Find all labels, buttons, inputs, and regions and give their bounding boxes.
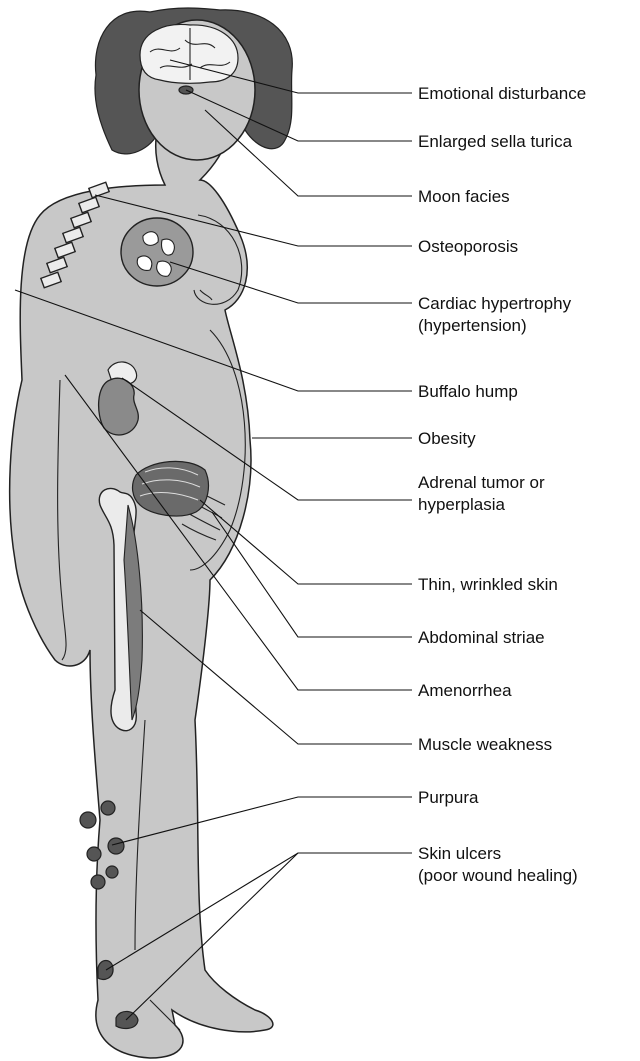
label-hyperplasia: hyperplasia [418, 494, 505, 515]
label-thin-wrinkled-skin: Thin, wrinkled skin [418, 574, 558, 595]
brain [140, 24, 238, 83]
label-osteoporosis: Osteoporosis [418, 236, 518, 257]
label-adrenal-tumor: Adrenal tumor or [418, 472, 545, 493]
label-buffalo-hump: Buffalo hump [418, 381, 518, 402]
label-emotional-disturbance: Emotional disturbance [418, 83, 586, 104]
skin-ulcer-ankle [116, 1011, 138, 1028]
skin-fold [133, 461, 209, 516]
heart-outline [121, 218, 193, 286]
label-moon-facies: Moon facies [418, 186, 510, 207]
label-hypertension: (hypertension) [418, 315, 527, 336]
label-amenorrhea: Amenorrhea [418, 680, 512, 701]
body-silhouette [10, 26, 273, 1058]
label-skin-ulcers: Skin ulcers [418, 843, 501, 864]
label-abdominal-striae: Abdominal striae [418, 627, 545, 648]
label-poor-wound-healing: (poor wound healing) [418, 865, 578, 886]
label-enlarged-sella-turica: Enlarged sella turica [418, 131, 572, 152]
label-cardiac-hypertrophy: Cardiac hypertrophy [418, 293, 571, 314]
skin-ulcer-shin [98, 961, 113, 980]
kidney [99, 378, 139, 435]
label-obesity: Obesity [418, 428, 476, 449]
label-purpura: Purpura [418, 787, 478, 808]
label-muscle-weakness: Muscle weakness [418, 734, 552, 755]
